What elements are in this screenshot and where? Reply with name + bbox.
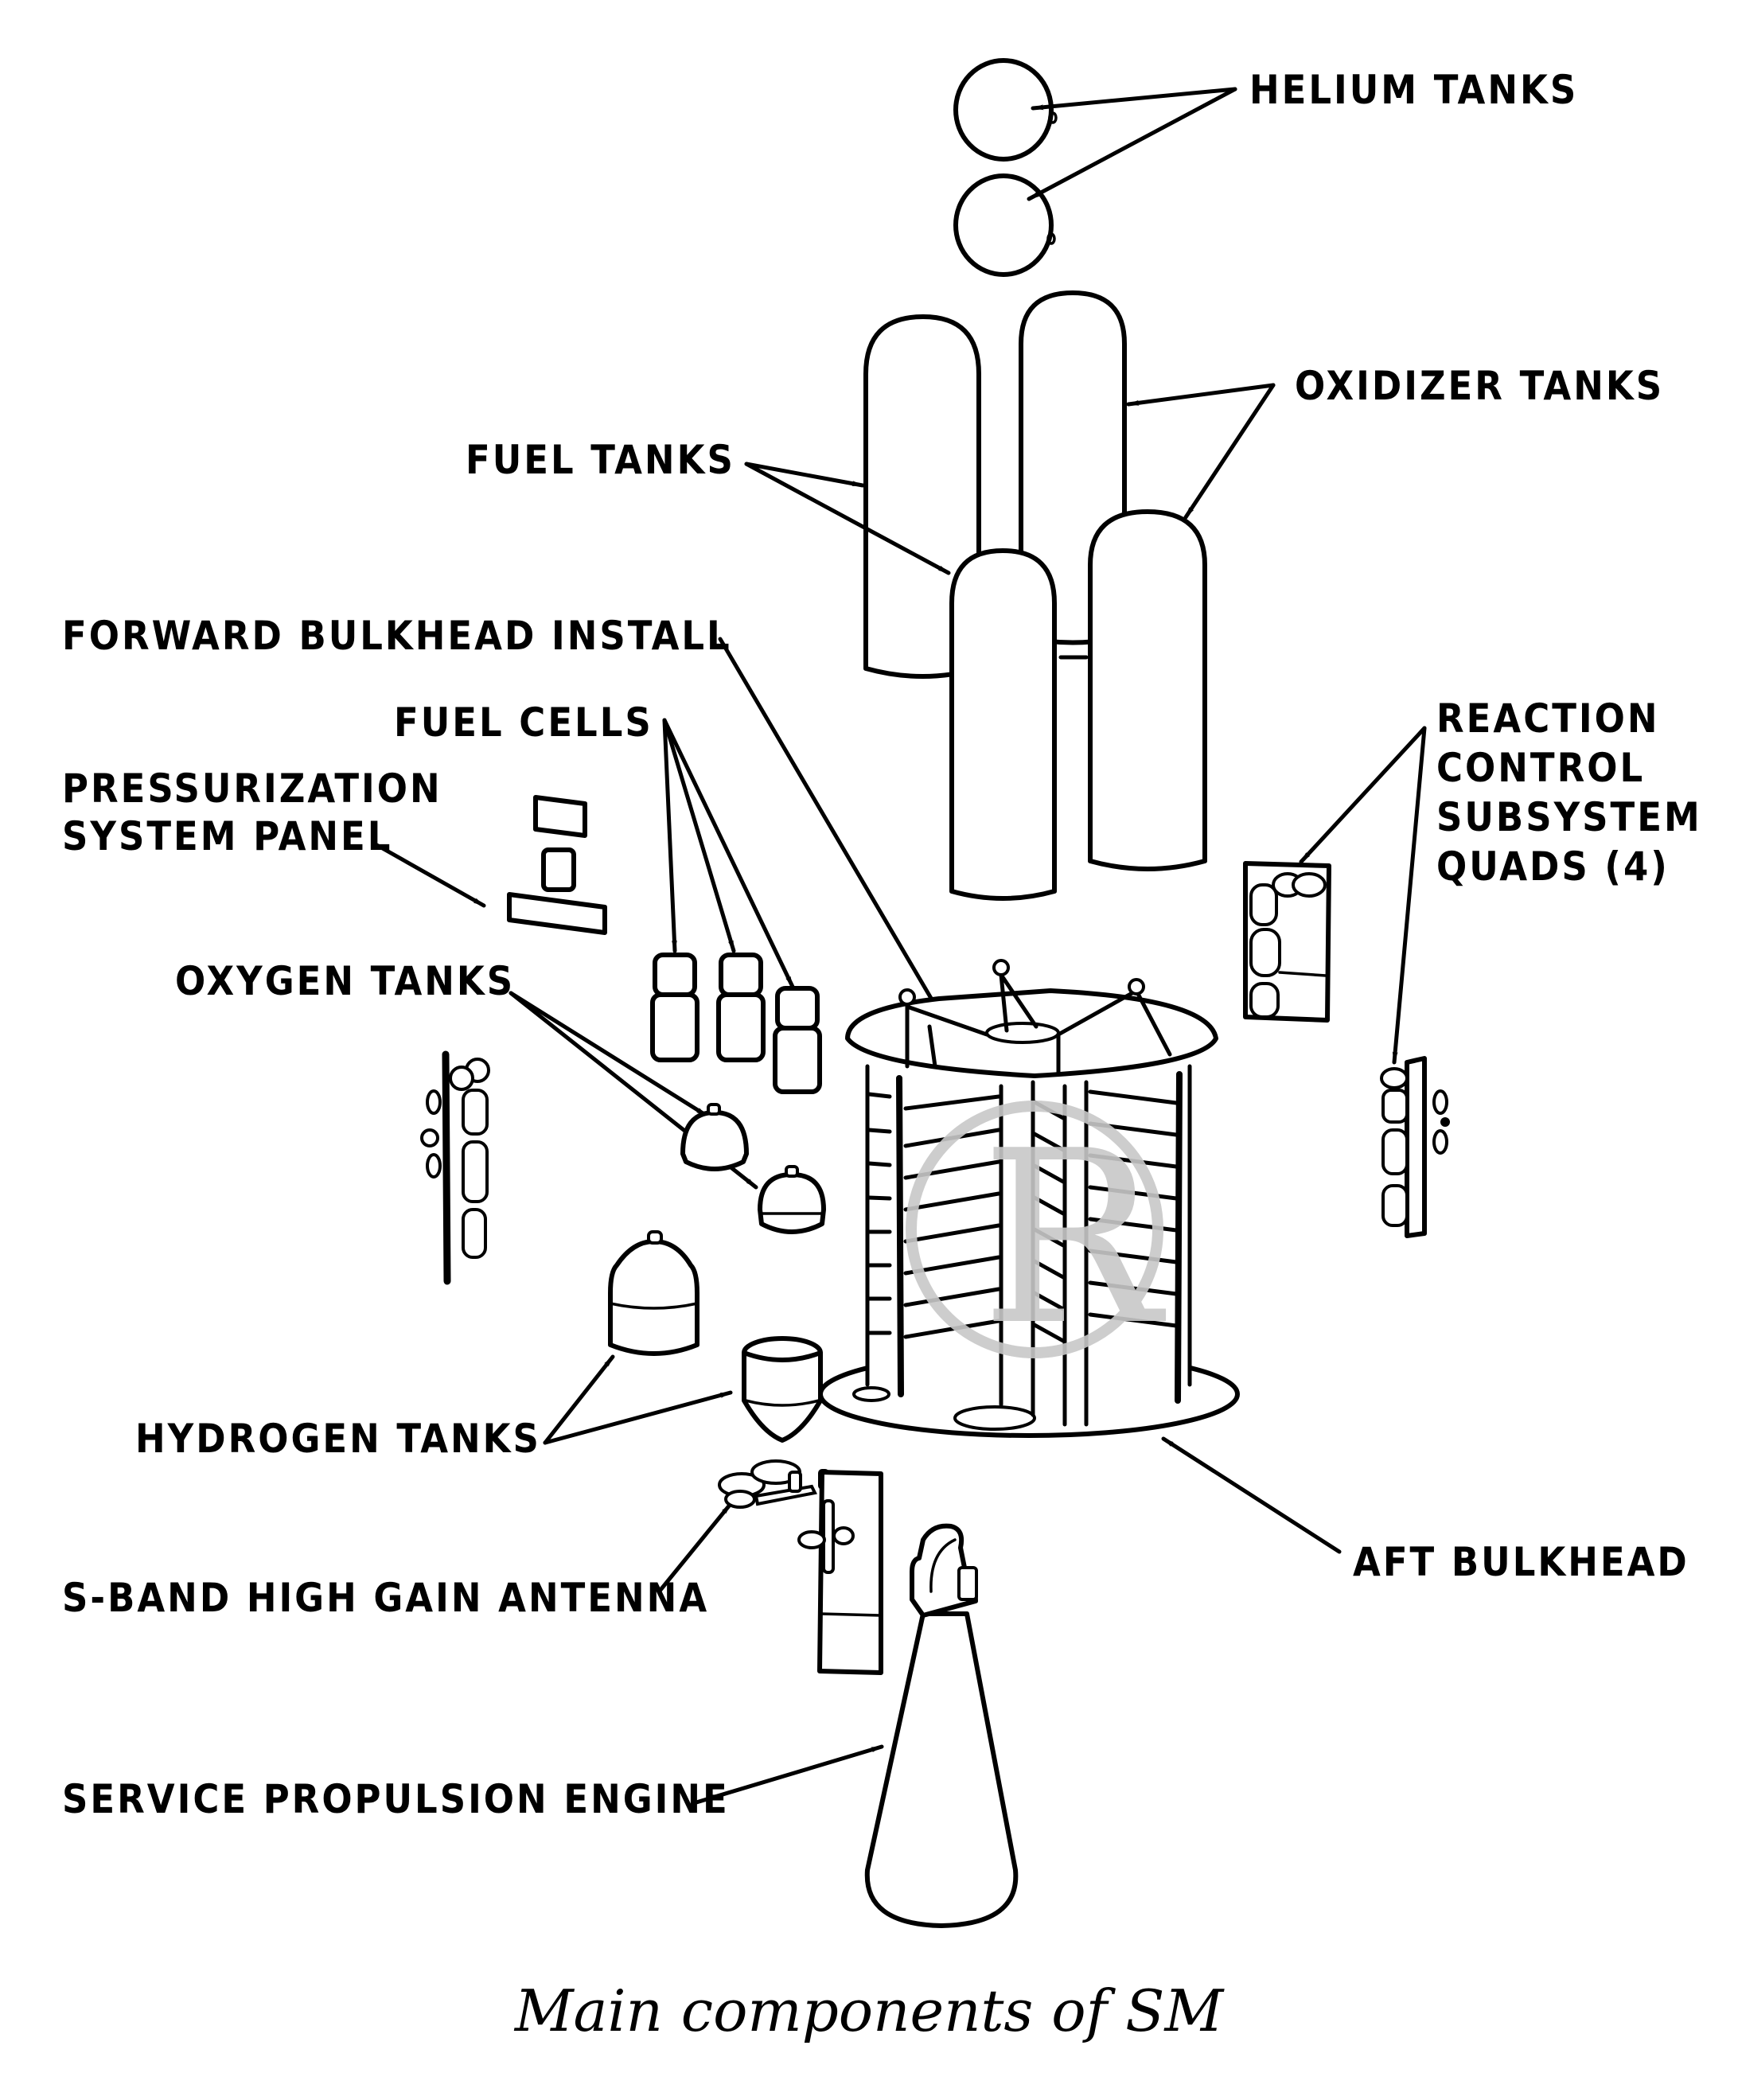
hydrogen-tanks (608, 1230, 823, 1443)
engine-nozzle (864, 1611, 1019, 1928)
helium-tank-1-port (1048, 111, 1058, 124)
rcs-quad-upper (1243, 861, 1331, 1023)
service-propulsion-engine (864, 1523, 1019, 1928)
oxidizer-tank-front (1088, 509, 1207, 871)
label-pressurization-line2: SYSTEM PANEL (62, 813, 392, 859)
label-oxygen-tanks: OXYGEN TANKS (175, 958, 515, 1004)
oxygen-tanks (680, 1103, 826, 1234)
label-helium-tanks: HELIUM TANKS (1249, 67, 1578, 113)
label-pressurization-line1: PRESSURIZATION (62, 766, 442, 812)
label-aft-bulkhead: AFT BULKHEAD (1353, 1539, 1689, 1585)
equipment-panel (797, 1470, 883, 1675)
pressurization-system-panel (507, 795, 607, 935)
fuel-tanks-leaders (744, 462, 951, 575)
oxygen-tank-1 (680, 1103, 749, 1171)
fuel-cell-2 (716, 953, 766, 1062)
fuel-cell-1 (650, 953, 699, 1062)
rcs-quad-right (1380, 1056, 1450, 1238)
fuel-cells-leaders (662, 718, 795, 989)
label-fuel-tanks: FUEL TANKS (466, 437, 735, 483)
pressurization-leader (372, 841, 486, 908)
sm-structure (818, 959, 1240, 1438)
rcs-leaders (1299, 726, 1427, 1065)
label-rcs-line4: QUADS (4) (1436, 844, 1670, 890)
hydrogen-tanks-leaders (543, 1354, 733, 1445)
label-rcs-line3: SUBSYSTEM (1436, 794, 1702, 840)
label-hydrogen-tanks: HYDROGEN TANKS (135, 1416, 541, 1462)
oxidizer-tanks-leaders (1126, 383, 1276, 520)
helium-tanks (953, 58, 1058, 277)
label-forward-bulkhead: FORWARD BULKHEAD INSTALL (62, 613, 732, 659)
shelf-lines-left (903, 1094, 1001, 1339)
fuel-cell-3 (773, 986, 822, 1094)
sband-high-gain-antenna (718, 1459, 829, 1509)
fuel-cells (650, 953, 822, 1094)
fuel-tank-front (949, 548, 1057, 901)
figure-caption: Main components of SM (513, 1977, 1226, 2044)
outer-edge-ticks (867, 1092, 892, 1335)
shelf-lines-center (1032, 1100, 1066, 1343)
oxygen-tank-2 (758, 1165, 826, 1234)
service-engine-leader (694, 1744, 884, 1805)
helium-tank-2-port (1046, 232, 1056, 245)
copyright-watermark-icon: R (906, 1100, 1167, 1377)
shelf-lines-right (1088, 1089, 1179, 1328)
label-rcs-line2: CONTROL (1436, 745, 1645, 791)
rcs-quad-left (420, 1050, 490, 1285)
label-fuel-cells: FUEL CELLS (394, 699, 653, 746)
helium-tanks-leaders (1027, 87, 1237, 201)
label-service-engine: SERVICE PROPULSION ENGINE (62, 1776, 730, 1822)
fuel-tank-rear (863, 314, 981, 679)
label-sband-antenna: S-BAND HIGH GAIN ANTENNA (62, 1575, 709, 1621)
hydrogen-tank-2 (742, 1336, 823, 1443)
sband-antenna-leader (658, 1502, 733, 1592)
aft-bulkhead-leader (1161, 1436, 1342, 1554)
helium-tank-1 (953, 58, 1054, 162)
helium-tank-2 (953, 173, 1054, 277)
forward-bulkhead-struts (898, 959, 1172, 1077)
hydrogen-tank-1 (608, 1230, 699, 1356)
propellant-tanks (863, 290, 1207, 901)
label-rcs-line1: REACTION (1436, 695, 1660, 742)
label-oxidizer-tanks: OXIDIZER TANKS (1295, 363, 1664, 409)
svg-text:R: R (980, 1100, 1167, 1377)
forward-bulkhead-leader (718, 637, 945, 1021)
